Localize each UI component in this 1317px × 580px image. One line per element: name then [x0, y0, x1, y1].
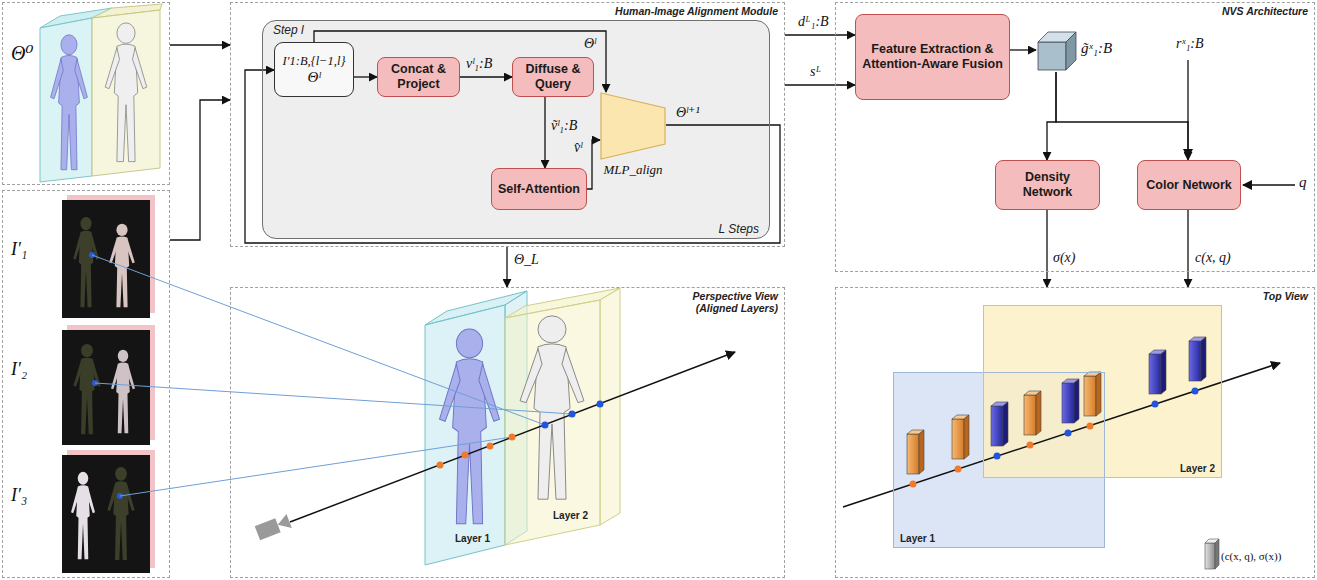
connector: [460, 76, 512, 77]
free-label: Layer 2: [553, 510, 588, 521]
connector: [785, 34, 855, 35]
node-text: I′₂: [11, 359, 27, 380]
trapezoid-shape: [600, 92, 666, 160]
top-view-panel: Top ViewLayer 1 Layer 2: [835, 287, 1315, 578]
edge-label: c(x, q): [1195, 250, 1231, 266]
connector: [544, 97, 545, 168]
node-text: Color Network: [1146, 178, 1231, 193]
node-text: I′1:B,{l−1,l}: [283, 54, 346, 69]
connector: [506, 247, 507, 287]
node-text: NVS Architecture: [1222, 5, 1308, 17]
node-text: Concat & Project: [382, 62, 455, 92]
mlp-trapezoid: MLP_align: [600, 92, 666, 178]
node-text: I′₃: [11, 485, 27, 506]
edge-label: sᴸ: [810, 64, 821, 80]
connector: [170, 44, 230, 45]
layer-region: Layer 2: [983, 305, 1222, 478]
module-panel: Human-Image Alignment ModuleStep l L Step…: [230, 2, 785, 247]
connector: [1010, 49, 1036, 50]
node-text: Step l: [273, 23, 304, 37]
step-box: Step lL StepsI′1:B,{l−1,l}ΘˡConcat & Pro…: [262, 20, 770, 239]
free-label: Layer 1: [455, 533, 490, 544]
node-text: Top View: [1263, 290, 1308, 302]
process-box: Density Network: [995, 160, 1100, 210]
connector: [587, 140, 600, 189]
edge-label: dᴸ₁:B: [798, 14, 829, 30]
connector: [785, 84, 855, 85]
connector: [354, 76, 377, 77]
free-label: q: [1299, 174, 1307, 191]
connector: [1047, 72, 1056, 160]
node-text: Θˡ: [308, 69, 321, 86]
node-text: Human-Image Alignment Module: [615, 5, 778, 17]
legend-text: (c(x, q), σ(x)): [1221, 550, 1281, 562]
node-text: g̃ˣ₁:B: [1081, 40, 1112, 57]
node-text: Perspective View (Aligned Layers): [666, 290, 778, 314]
edge-label: Θ_L: [514, 252, 539, 268]
process-box: Self-Attention: [491, 168, 587, 210]
node-text: Diffuse & Query: [517, 62, 589, 92]
process-box: Diffuse & Query: [512, 57, 594, 97]
layer-region: Layer 1: [893, 372, 1105, 548]
image-panel: I′₁ I′₂ I′₃: [2, 190, 170, 578]
node-text: Layer 2: [1180, 463, 1215, 474]
node-text: Feature Extraction & Attention-Aware Fus…: [860, 42, 1005, 72]
node-text: MLP_align: [588, 162, 678, 178]
node-text: L Steps: [719, 222, 759, 236]
connector: [170, 100, 230, 240]
input-panel: Θ⁰: [2, 2, 170, 185]
free-label: rˣ₁:B: [1176, 36, 1203, 52]
edge-label: Θˡ⁺¹: [676, 104, 700, 121]
nvs-panel: NVS ArchitectureFeature Extraction & Att…: [835, 2, 1315, 272]
edge-label: Θˡ: [584, 36, 596, 52]
feature-cube: g̃ˣ₁:B: [1036, 30, 1132, 72]
edge-label: v̂ˡ: [574, 140, 582, 156]
node-text: I′₁: [11, 239, 27, 260]
edge-label: σ(x): [1053, 250, 1075, 266]
node-text: Density Network: [1000, 170, 1095, 200]
connector: [1056, 72, 1188, 160]
input-box: I′1:B,{l−1,l}Θˡ: [274, 42, 354, 97]
connector: [1046, 210, 1047, 287]
connector: [1187, 210, 1188, 287]
edge-label: vˡ₁:B: [466, 56, 492, 72]
cube-shape: [1036, 30, 1078, 72]
process-box: Color Network: [1137, 160, 1241, 210]
process-box: Concat & Project: [377, 57, 460, 97]
node-text: Θ⁰: [11, 41, 33, 65]
process-box: Feature Extraction & Attention-Aware Fus…: [855, 14, 1010, 100]
node-text: Layer 1: [900, 533, 935, 544]
perspective-panel: Perspective View (Aligned Layers): [230, 287, 785, 578]
node-text: Self-Attention: [498, 182, 580, 197]
edge-label: ṽˡ₁:B: [551, 118, 577, 134]
